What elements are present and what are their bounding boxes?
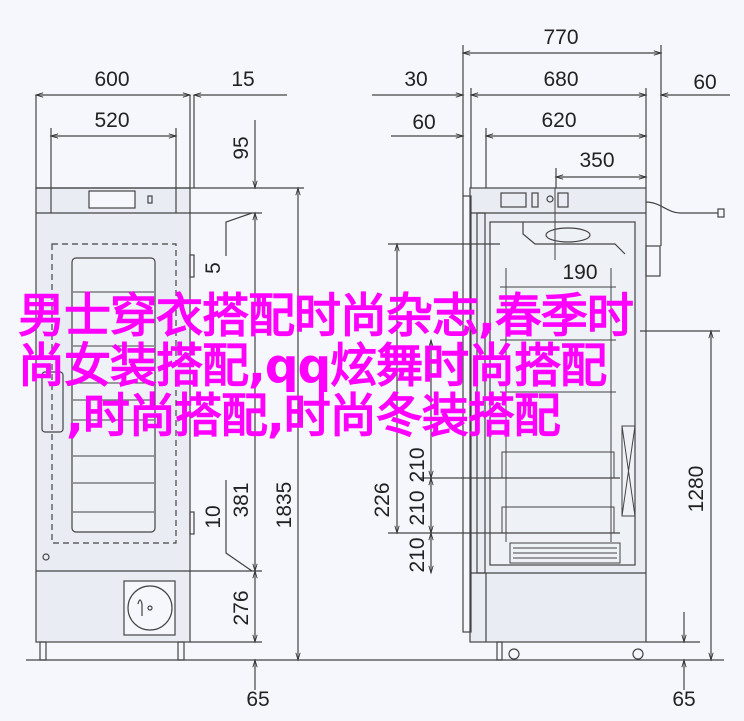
dim-1280: 1280 <box>685 466 708 513</box>
dial-box <box>123 580 176 636</box>
door-handle <box>41 371 64 433</box>
side-view-fridge <box>462 187 725 661</box>
dim-350: 350 <box>579 149 614 172</box>
front-view-fridge <box>35 187 304 661</box>
door-outline <box>51 243 177 544</box>
dim-680: 680 <box>543 68 578 91</box>
dim-5: 5 <box>202 262 225 274</box>
dim-381: 381 <box>230 482 253 517</box>
front-view-dimension-lines <box>34 92 301 690</box>
dim-620: 620 <box>541 109 576 132</box>
door-glass <box>71 257 156 533</box>
dim-600: 600 <box>94 68 129 91</box>
dim-210-b: 210 <box>406 490 429 525</box>
control-panel <box>88 190 136 209</box>
dim-15: 15 <box>231 68 254 91</box>
dim-30: 30 <box>404 68 427 91</box>
dim-520: 520 <box>94 109 129 132</box>
dim-65-side: 65 <box>672 688 695 711</box>
dim-190: 190 <box>562 261 597 284</box>
dim-210-a: 210 <box>406 447 429 482</box>
dim-276: 276 <box>230 590 253 625</box>
dim-60-rear: 60 <box>693 71 716 94</box>
dim-226: 226 <box>371 482 394 517</box>
dim-60-door: 60 <box>412 111 435 134</box>
dim-10: 10 <box>202 505 225 528</box>
dial-icon <box>127 585 173 631</box>
dim-210-c: 210 <box>406 537 429 572</box>
dim-65-front: 65 <box>246 688 269 711</box>
dim-770: 770 <box>543 26 578 49</box>
side-view-dimension-lines <box>372 45 730 690</box>
dim-1835: 1835 <box>273 482 296 529</box>
dim-95: 95 <box>230 136 253 159</box>
power-cord <box>645 201 718 214</box>
